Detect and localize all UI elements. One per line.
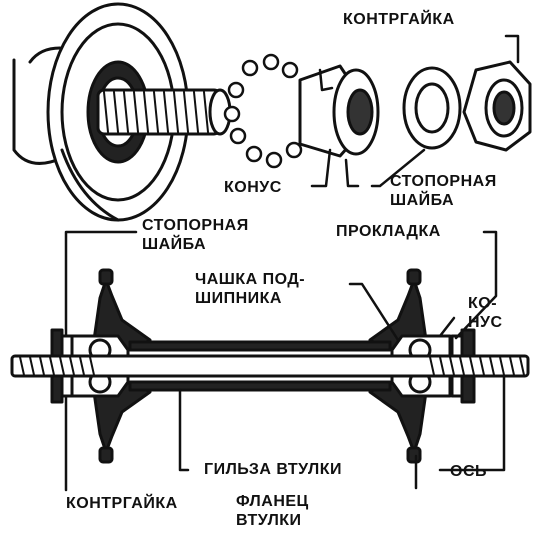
label-stopornaya-shaiba-left: СТОПОРНАЯ ШАЙБА [142,216,249,254]
label-konus-right-line1: КО- [468,295,498,312]
label-stopornaya-shaiba-top-line1: СТОПОРНАЯ [390,173,497,190]
label-chashka-line1: ЧАШКА ПОД- [195,271,306,288]
bearing-balls [223,53,303,169]
label-stopornaya-shaiba-top: СТОПОРНАЯ ШАЙБА [390,172,497,210]
label-gilza-vtulki: ГИЛЬЗА ВТУЛКИ [204,461,342,478]
label-flanec-line1: ФЛАНЕЦ [236,493,309,510]
locknut-part [462,60,532,152]
label-chashka-podshipnika: ЧАШКА ПОД- ШИПНИКА [195,270,305,308]
cone-part [298,64,380,158]
label-prokladka: ПРОКЛАДКА [336,223,441,240]
axle-stub [96,88,232,136]
label-stopornaya-shaiba-left-line1: СТОПОРНАЯ [142,217,249,234]
label-konus-top: КОНУС [224,179,282,196]
lock-washer-part [402,66,462,150]
label-konus-right: КО- НУС [468,294,503,332]
label-flanec-line2: ВТУЛКИ [236,512,302,529]
label-kontrgaika-bottom: КОНТРГАЙКА [66,495,178,512]
label-flanec-vtulki: ФЛАНЕЦ ВТУЛКИ [236,492,309,530]
label-stopornaya-shaiba-left-line2: ШАЙБА [142,236,207,253]
label-stopornaya-shaiba-top-line2: ШАЙБА [390,192,455,209]
label-chashka-line2: ШИПНИКА [195,290,282,307]
label-os: ОСЬ [450,463,487,480]
label-kontrgaika-top: КОНТРГАЙКА [343,11,455,28]
label-konus-right-line2: НУС [468,314,503,331]
